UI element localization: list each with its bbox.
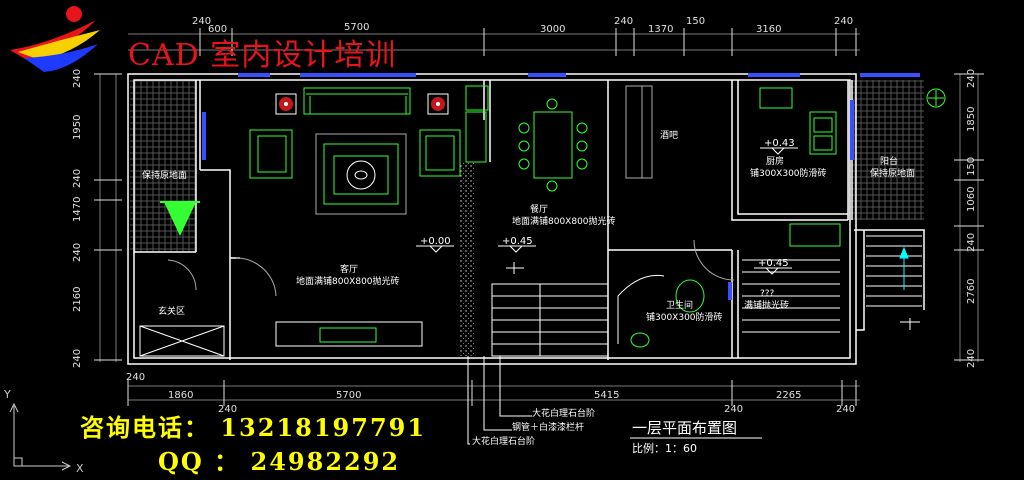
ucs-axis-icon [9, 402, 72, 471]
svg-text:5415: 5415 [594, 390, 619, 401]
svg-text:铺300X300防滑砖: 铺300X300防滑砖 [750, 167, 827, 179]
entry-arrow-icon [164, 202, 196, 236]
svg-text:钢管＋白漆漆栏杆: 钢管＋白漆漆栏杆 [512, 421, 584, 433]
svg-text:240: 240 [966, 233, 977, 252]
contact-qq: QQ ： 24982292 [158, 447, 401, 476]
svg-text:保持原地面: 保持原地面 [142, 169, 187, 181]
svg-text:???: ??? [760, 289, 775, 299]
floor-lamps [275, 93, 449, 115]
svg-text:阳台: 阳台 [880, 155, 898, 167]
svg-text:酒吧: 酒吧 [660, 130, 678, 141]
svg-text:2160: 2160 [72, 287, 83, 312]
dimension-lines [94, 28, 984, 406]
svg-text:卫生间: 卫生间 [666, 299, 693, 311]
svg-text:2265: 2265 [776, 390, 801, 401]
svg-text:240: 240 [218, 404, 237, 415]
dotted-partition [460, 162, 474, 356]
svg-text:2760: 2760 [966, 279, 977, 304]
callout-labels: 大花白理石台阶 钢管＋白漆漆栏杆 大花白理石台阶 [472, 407, 595, 447]
walls [127, 73, 925, 365]
svg-text:玄关区: 玄关区 [158, 305, 185, 317]
right-armchair [419, 129, 461, 177]
left-dimensions: 240 1950 240 1470 240 2160 240 [72, 69, 83, 368]
balcony-floor [848, 80, 924, 220]
svg-text:240: 240 [72, 169, 83, 188]
svg-text:1060: 1060 [966, 187, 977, 212]
left-terrace-floor [130, 80, 196, 252]
bottom-dimensions: 240 1860 240 5700 5415 240 2265 240 [126, 372, 855, 415]
svg-text:客厅: 客厅 [340, 263, 358, 275]
svg-text:+0.45: +0.45 [758, 258, 789, 269]
svg-text:240: 240 [966, 69, 977, 88]
windows [202, 73, 920, 300]
level-markers [506, 246, 920, 330]
svg-text:保持原地面: 保持原地面 [870, 167, 915, 179]
plan-title: 一层平面布置图 [632, 419, 737, 437]
svg-text:地面满铺800X800抛光砖: 地面满铺800X800抛光砖 [296, 275, 400, 287]
axis-y-label: Y [3, 388, 11, 401]
svg-text:1850: 1850 [966, 107, 977, 132]
svg-text:240: 240 [614, 16, 633, 27]
svg-text:满铺抛光砖: 满铺抛光砖 [744, 299, 789, 311]
svg-text:240: 240 [724, 404, 743, 415]
room-labels: 保持原地面 玄关区 客厅 地面满铺800X800抛光砖 餐厅 地面满铺800X8… [142, 130, 915, 323]
svg-text:+0.43: +0.43 [764, 138, 795, 149]
svg-text:地面满铺800X800抛光砖: 地面满铺800X800抛光砖 [512, 215, 616, 227]
svg-text:1470: 1470 [72, 197, 83, 222]
svg-text:大花白理石台阶: 大花白理石台阶 [532, 407, 595, 419]
svg-text:240: 240 [72, 243, 83, 262]
svg-text:240: 240 [72, 349, 83, 368]
staircase [491, 235, 922, 357]
svg-text:+0.00: +0.00 [420, 236, 451, 247]
svg-text:大花白理石台阶: 大花白理石台阶 [472, 435, 535, 447]
svg-text:铺300X300防滑砖: 铺300X300防滑砖 [646, 311, 723, 323]
plan-scale: 比例：1：60 [632, 441, 697, 455]
svg-text:240: 240 [192, 16, 211, 27]
svg-text:150: 150 [966, 157, 977, 176]
svg-text:餐厅: 餐厅 [530, 203, 548, 215]
svg-text:600: 600 [208, 24, 227, 35]
top-dimensions: 240 600 5700 3000 240 1370 150 3160 240 [192, 16, 853, 35]
dining-table [533, 111, 573, 179]
svg-text:1860: 1860 [168, 390, 193, 401]
logo-icon [10, 6, 100, 72]
callout-leaders [467, 356, 532, 445]
svg-text:+0.45: +0.45 [502, 236, 533, 247]
svg-text:5700: 5700 [344, 22, 369, 33]
axis-x-label: X [76, 462, 84, 475]
right-dimensions: 240 1850 150 1060 240 2760 240 [966, 69, 977, 368]
svg-text:3000: 3000 [540, 24, 565, 35]
svg-text:150: 150 [686, 16, 705, 27]
level-labels: +0.00 +0.45 +0.43 +0.45 [416, 138, 798, 275]
svg-text:厨房: 厨房 [766, 155, 784, 167]
rug [315, 133, 407, 215]
three-seat-sofa [303, 87, 411, 115]
plan-title-block: 一层平面布置图 比例：1：60 [630, 419, 762, 455]
svg-text:240: 240 [72, 69, 83, 88]
course-title: CAD 室内设计培训 [128, 38, 397, 73]
svg-text:5700: 5700 [336, 390, 361, 401]
svg-text:240: 240 [834, 16, 853, 27]
svg-text:240: 240 [126, 372, 145, 383]
furniture [139, 85, 946, 357]
contact-phone: 咨询电话： 13218197791 [80, 413, 427, 442]
svg-text:240: 240 [966, 349, 977, 368]
svg-text:240: 240 [836, 404, 855, 415]
svg-text:1950: 1950 [72, 115, 83, 140]
svg-text:3160: 3160 [756, 24, 781, 35]
left-armchair [249, 129, 293, 179]
svg-text:1370: 1370 [648, 24, 673, 35]
